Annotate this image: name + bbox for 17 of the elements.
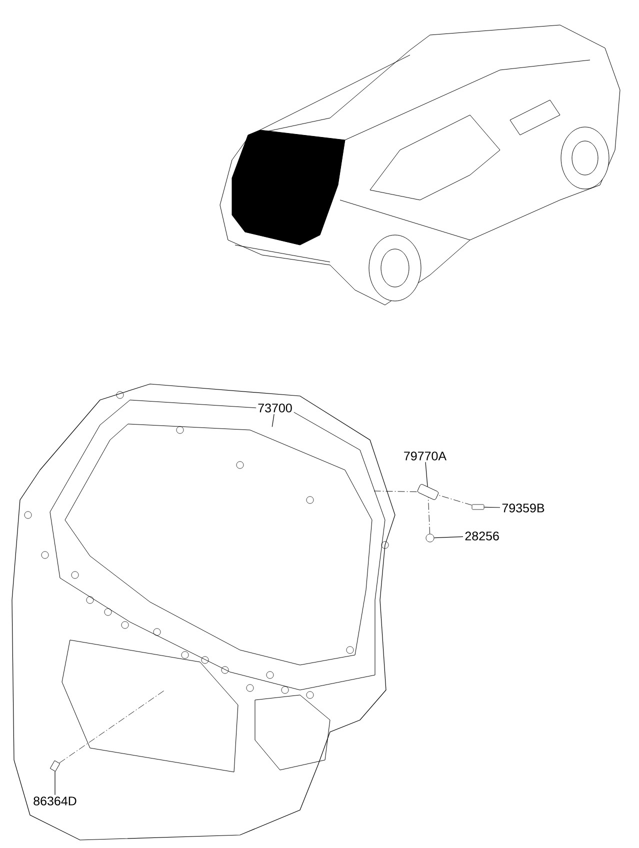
leader-line xyxy=(272,414,274,428)
part-number: 79359B xyxy=(500,502,546,514)
assembly-line xyxy=(59,690,166,764)
tailgate-drawing xyxy=(12,384,396,840)
assembly-line xyxy=(428,497,430,534)
bolt-drawing xyxy=(472,504,484,510)
part-number: 28256 xyxy=(463,530,501,542)
assembly-line xyxy=(438,494,472,506)
leader-line xyxy=(434,536,464,538)
leader-line xyxy=(54,771,56,796)
leader-line xyxy=(425,462,428,487)
nut-drawing xyxy=(426,534,434,542)
part-number: 86364D xyxy=(32,795,78,807)
assembly-line xyxy=(374,490,418,492)
leader-line xyxy=(484,506,500,508)
part-number: 79770A xyxy=(402,450,448,462)
bracket-drawing xyxy=(417,484,439,500)
